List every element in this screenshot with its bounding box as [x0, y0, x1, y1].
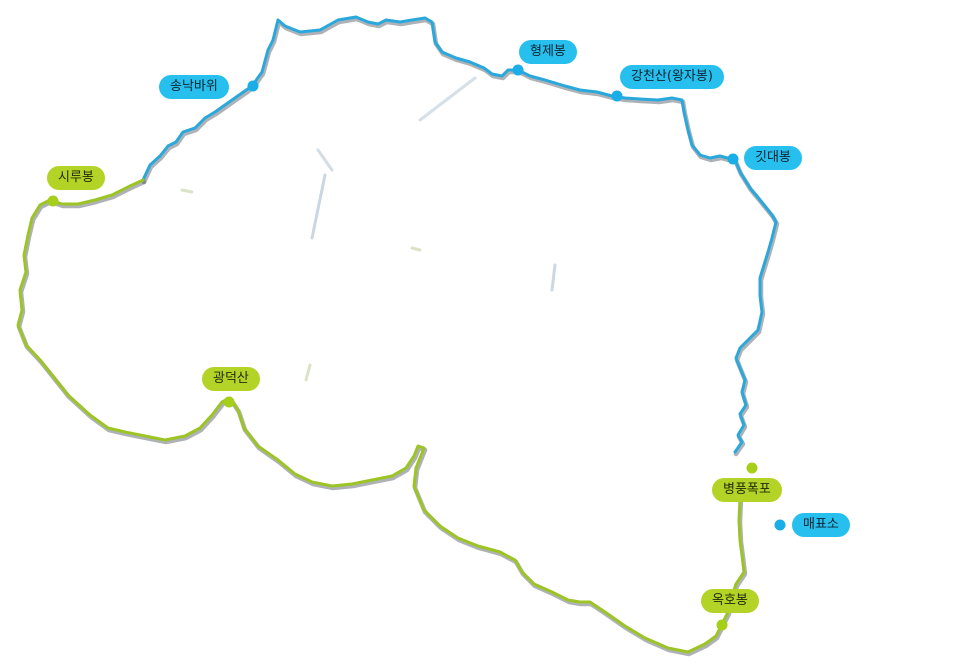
marker-gwangdeok	[223, 396, 235, 408]
marker-byeongpung	[746, 462, 758, 474]
marker-maepyo	[774, 519, 786, 531]
markers	[47, 64, 786, 631]
label-maepyo: 매표소	[792, 513, 850, 537]
marker-okho	[716, 619, 728, 631]
label-byeongpung: 병풍폭포	[712, 478, 782, 502]
marker-gangcheon	[611, 90, 623, 102]
blue-trail-route	[141, 15, 780, 457]
label-songnak: 송낙바위	[159, 75, 229, 99]
marker-siru	[47, 195, 59, 207]
marker-songnak	[247, 80, 259, 92]
marker-gitdae	[727, 153, 739, 165]
marker-hyeongje	[512, 64, 524, 76]
terrain-shading	[180, 76, 557, 382]
label-gwangdeok: 광덕산	[202, 367, 260, 391]
label-okho: 옥호봉	[701, 589, 759, 613]
label-hyeongje: 형제봉	[519, 40, 577, 64]
label-siru: 시루봉	[47, 166, 105, 190]
label-gangcheon: 강천산(왕자봉)	[620, 65, 724, 89]
green-trail-route	[16, 178, 748, 657]
label-gitdae: 깃대봉	[744, 146, 802, 170]
